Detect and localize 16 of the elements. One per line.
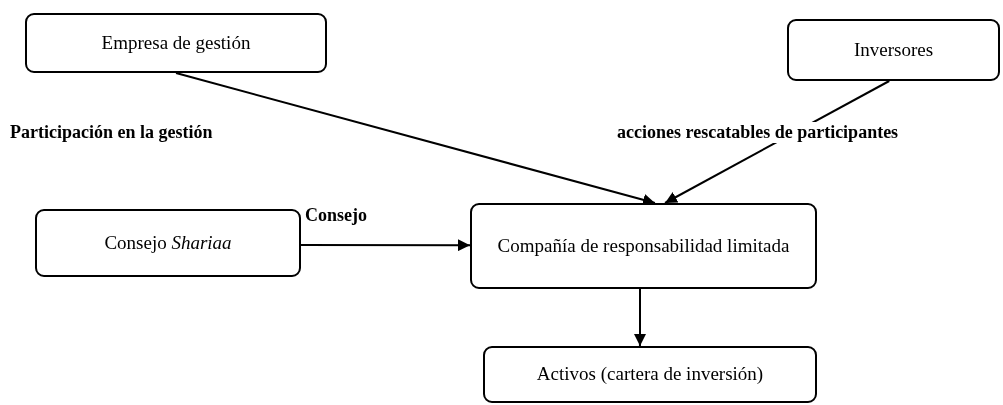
node-text: Compañía de responsabilidad limitada <box>497 233 790 258</box>
process-box <box>483 346 817 403</box>
process-box <box>787 19 1000 81</box>
node-text: Activos (cartera de inversión) <box>536 362 764 387</box>
arrow <box>175 72 656 206</box>
node-text: Empresa de gestión <box>101 30 251 55</box>
annotation-label: acciones rescatables de participantes <box>617 122 899 143</box>
process-box <box>25 13 327 73</box>
node-text: Inversores <box>853 37 934 62</box>
node-text: Consejo Shariaa <box>104 230 232 255</box>
annotation-label: Participación en la gestión <box>10 122 213 143</box>
process-box <box>470 203 817 289</box>
process-box <box>35 209 301 277</box>
edge-label: Consejo <box>305 205 367 227</box>
arrow <box>300 239 471 252</box>
arrow <box>634 288 646 347</box>
